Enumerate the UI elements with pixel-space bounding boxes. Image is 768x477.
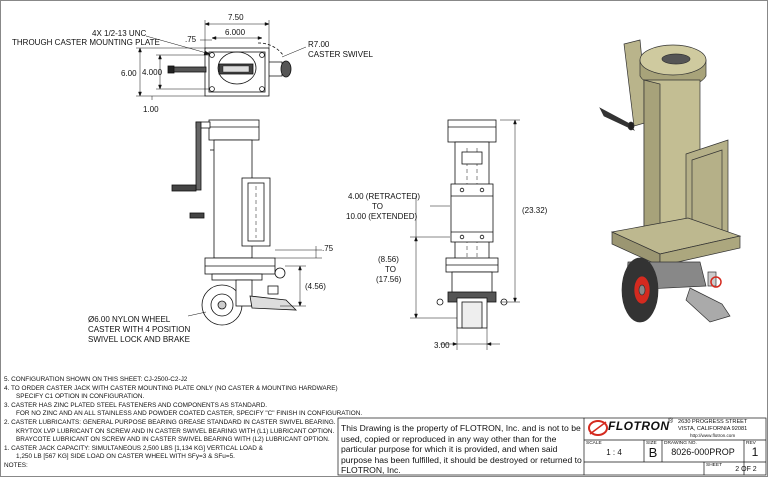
- front-view-dimensions: [410, 119, 520, 350]
- company-website: http://www.flotron.com: [690, 433, 736, 438]
- company-registered: ®: [668, 418, 674, 425]
- dim-mount-holes-2: THROUGH CASTER MOUNTING PLATE: [12, 38, 160, 47]
- note-1b: 1,250 LB [567 KG] SIDE LOAD ON CASTER WH…: [16, 453, 235, 461]
- scale-value: 1 : 4: [606, 448, 622, 457]
- sheet-label: SHEET: [706, 463, 722, 468]
- note-3a: 3. CASTER HAS ZINC PLATED STEEL FASTENER…: [4, 401, 268, 409]
- notes-label: NOTES:: [4, 461, 28, 469]
- dim-side-offset: .75: [322, 244, 334, 253]
- dim-retracted-2: TO: [372, 202, 383, 211]
- scale-label: SCALE: [586, 441, 602, 446]
- rev-value: 1: [751, 445, 759, 459]
- dim-top-width: 7.50: [228, 13, 244, 22]
- flotron-logo: [588, 420, 608, 436]
- drawing-no-label: DRAWING NO.: [664, 441, 697, 446]
- size-value: B: [648, 445, 658, 460]
- notes-block: 5. CONFIGURATION SHOWN ON THIS SHEET: CJ…: [4, 376, 363, 471]
- sheet-value: 2 OF 2: [735, 466, 757, 473]
- note-2a: 2. CASTER LUBRICANTS: GENERAL PURPOSE BE…: [4, 418, 336, 426]
- side-view-dimensions: [187, 246, 322, 317]
- dim-top-height: 6.00: [121, 69, 137, 78]
- wheel-label-3: SWIVEL LOCK AND BRAKE: [88, 335, 190, 344]
- note-2c: BRAYCOTE LUBRICANT ON SCREW AND IN CASTE…: [16, 436, 330, 444]
- dim-front-width: 3.00: [434, 341, 450, 350]
- wheel-label-2: CASTER WITH 4 POSITION: [88, 325, 190, 334]
- size-label: SIZE: [646, 441, 657, 446]
- dim-radius-label: CASTER SWIVEL: [308, 50, 373, 59]
- dim-height-1: (8.56): [378, 255, 399, 264]
- property-statement: This Drawing is the property of FLOTRON,…: [341, 423, 582, 476]
- note-1a: 1. CASTER JACK CAPACITY: SIMULTANEOUS 2,…: [4, 444, 263, 452]
- side-view: [171, 119, 298, 326]
- dim-retracted-3: 10.00 (EXTENDED): [346, 212, 417, 221]
- dim-top-inner-width: 6.000: [225, 28, 246, 37]
- top-view-dimensions: [136, 20, 307, 100]
- dim-top-bottom-offset: 1.00: [143, 105, 159, 114]
- dim-radius: R7.00: [308, 40, 330, 49]
- rev-label: REV: [746, 441, 756, 446]
- company-name: FLOTRON: [608, 419, 670, 433]
- dim-overall-height: (23.32): [522, 206, 548, 215]
- dim-height-2: TO: [385, 265, 396, 274]
- note-2b: KRYTOX LVP LUBRICANT ON SCREW AND IN CAS…: [16, 427, 335, 435]
- dim-side-dim: (4.56): [305, 282, 326, 291]
- wheel-label-1: Ø6.00 NYLON WHEEL: [88, 315, 171, 324]
- note-3b: FOR NO ZINC AND AN ALL STAINLESS AND POW…: [16, 410, 363, 418]
- note-4b: SPECIFY C1 OPTION IN CONFIGURATION.: [16, 393, 145, 401]
- front-view: [436, 119, 508, 329]
- dim-mount-holes-1: 4X 1/2-13 UNC: [92, 29, 146, 38]
- note-4a: 4. TO ORDER CASTER JACK WITH CASTER MOUN…: [4, 384, 338, 392]
- title-block: [337, 417, 767, 476]
- note-5: 5. CONFIGURATION SHOWN ON THIS SHEET: CJ…: [4, 376, 188, 383]
- top-view: [167, 42, 292, 97]
- drawing-no-value: 8026-000PROP: [671, 447, 735, 457]
- isometric-view: [599, 39, 742, 323]
- dim-retracted-1: 4.00 (RETRACTED): [348, 192, 420, 201]
- dim-top-inner-height: 4.000: [142, 68, 163, 77]
- dim-height-3: (17.56): [376, 275, 402, 284]
- address-line-1: 2630 PROGRESS STREET: [678, 419, 748, 425]
- address-line-2: VISTA, CALIFORNIA 92081: [678, 426, 748, 432]
- dim-top-offset: .75: [185, 35, 197, 44]
